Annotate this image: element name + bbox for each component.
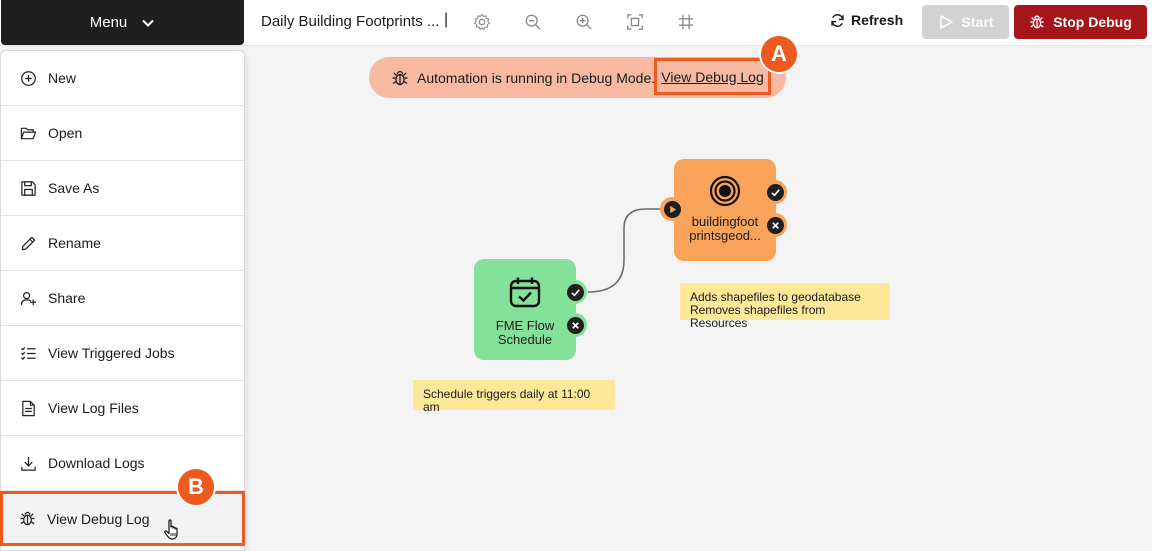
zoom-out-icon [525, 14, 541, 30]
callout-b-badge: B [176, 467, 216, 507]
menu-item-view-log-files[interactable]: View Log Files [1, 381, 244, 436]
menu-item-share[interactable]: Share [1, 271, 244, 326]
save-icon [21, 180, 36, 196]
menu-item-label: New [48, 70, 77, 86]
menu-item-label: Save As [48, 180, 100, 196]
menu-item-label: Download Logs [48, 455, 145, 471]
view-debug-log-link[interactable]: View Debug Log [654, 58, 771, 95]
start-button[interactable]: Start [922, 5, 1009, 39]
zoom-in-button[interactable] [573, 11, 595, 33]
menu-item-label: View Debug Log [47, 510, 150, 527]
menu-label: Menu [89, 14, 128, 31]
writer-node-label: buildingfoot printsgeod... [689, 214, 761, 243]
close-icon [771, 221, 779, 229]
writer-input-port[interactable] [660, 197, 684, 221]
menu-item-label: Rename [48, 235, 101, 251]
menu-item-label: View Triggered Jobs [48, 345, 175, 361]
grid-icon [678, 14, 694, 30]
download-icon [21, 456, 36, 471]
writer-node[interactable]: buildingfoot printsgeod... [674, 159, 776, 261]
play-icon [669, 205, 676, 213]
bug-icon [1030, 15, 1044, 29]
refresh-label: Refresh [851, 12, 904, 28]
menu-item-view-triggered-jobs[interactable]: View Triggered Jobs [1, 326, 244, 381]
menu-button[interactable]: Menu [1, 0, 244, 45]
fit-view-icon [627, 14, 643, 30]
refresh-button[interactable]: Refresh [830, 12, 903, 28]
menu-item-label: View Log Files [48, 400, 139, 416]
writer-failure-port[interactable] [763, 213, 787, 237]
main-menu-dropdown: New Open Save As Rename Share View Trigg… [0, 50, 245, 551]
menu-item-new[interactable]: New [1, 51, 244, 106]
schedule-node-label: FME Flow Schedule [495, 318, 555, 347]
list-check-icon [20, 346, 36, 360]
callout-a-badge: A [759, 34, 799, 74]
target-icon [709, 175, 741, 207]
workspace-title: Daily Building Footprints ... [261, 13, 440, 30]
banner-message: Automation is running in Debug Mode. [417, 69, 656, 86]
chevron-down-icon [142, 19, 154, 27]
top-toolbar: Menu Daily Building Footprints ... | Ref… [0, 0, 1152, 46]
bug-icon [20, 511, 35, 526]
calendar-check-icon [509, 277, 541, 308]
schedule-annotation: Schedule triggers daily at 11:00 am [413, 380, 615, 414]
zoom-out-button[interactable] [522, 11, 544, 33]
debug-mode-banner: Automation is running in Debug Mode. [369, 57, 786, 98]
stop-debug-label: Stop Debug [1053, 14, 1132, 30]
writer-annotation: Adds shapefiles to geodatabase Removes s… [680, 283, 890, 330]
start-label: Start [961, 14, 994, 30]
check-icon [570, 288, 580, 296]
plus-circle-icon [21, 70, 36, 86]
hand-cursor-icon [164, 519, 178, 540]
title-separator: | [444, 11, 449, 28]
file-text-icon [22, 400, 35, 416]
close-icon [571, 321, 579, 329]
pencil-icon [21, 236, 36, 250]
fit-to-view-button[interactable] [624, 11, 646, 33]
writer-annotation-line2: Removes shapefiles from Resources [690, 303, 826, 330]
user-plus-icon [20, 291, 37, 305]
schedule-trigger-node[interactable]: FME Flow Schedule [474, 259, 576, 360]
grid-toggle-button[interactable] [675, 11, 697, 33]
refresh-icon [831, 13, 844, 27]
gear-icon [473, 13, 491, 31]
settings-button[interactable] [471, 11, 493, 33]
writer-annotation-line1: Adds shapefiles to geodatabase [690, 290, 861, 304]
bug-icon [392, 70, 408, 85]
menu-item-save-as[interactable]: Save As [1, 161, 244, 216]
schedule-failure-port[interactable] [563, 313, 587, 337]
zoom-in-icon [576, 14, 592, 30]
stop-debug-button[interactable]: Stop Debug [1014, 5, 1147, 39]
menu-item-rename[interactable]: Rename [1, 216, 244, 271]
schedule-success-port[interactable] [563, 280, 587, 304]
menu-item-label: Open [48, 125, 83, 141]
writer-success-port[interactable] [763, 180, 787, 204]
check-icon [770, 188, 780, 196]
menu-item-open[interactable]: Open [1, 106, 244, 161]
menu-item-view-debug-log[interactable]: View Debug Log [0, 491, 245, 546]
play-icon [939, 15, 953, 29]
menu-item-label: Share [48, 290, 86, 306]
menu-item-download-logs[interactable]: Download Logs [1, 436, 244, 491]
folder-open-icon [20, 127, 37, 139]
